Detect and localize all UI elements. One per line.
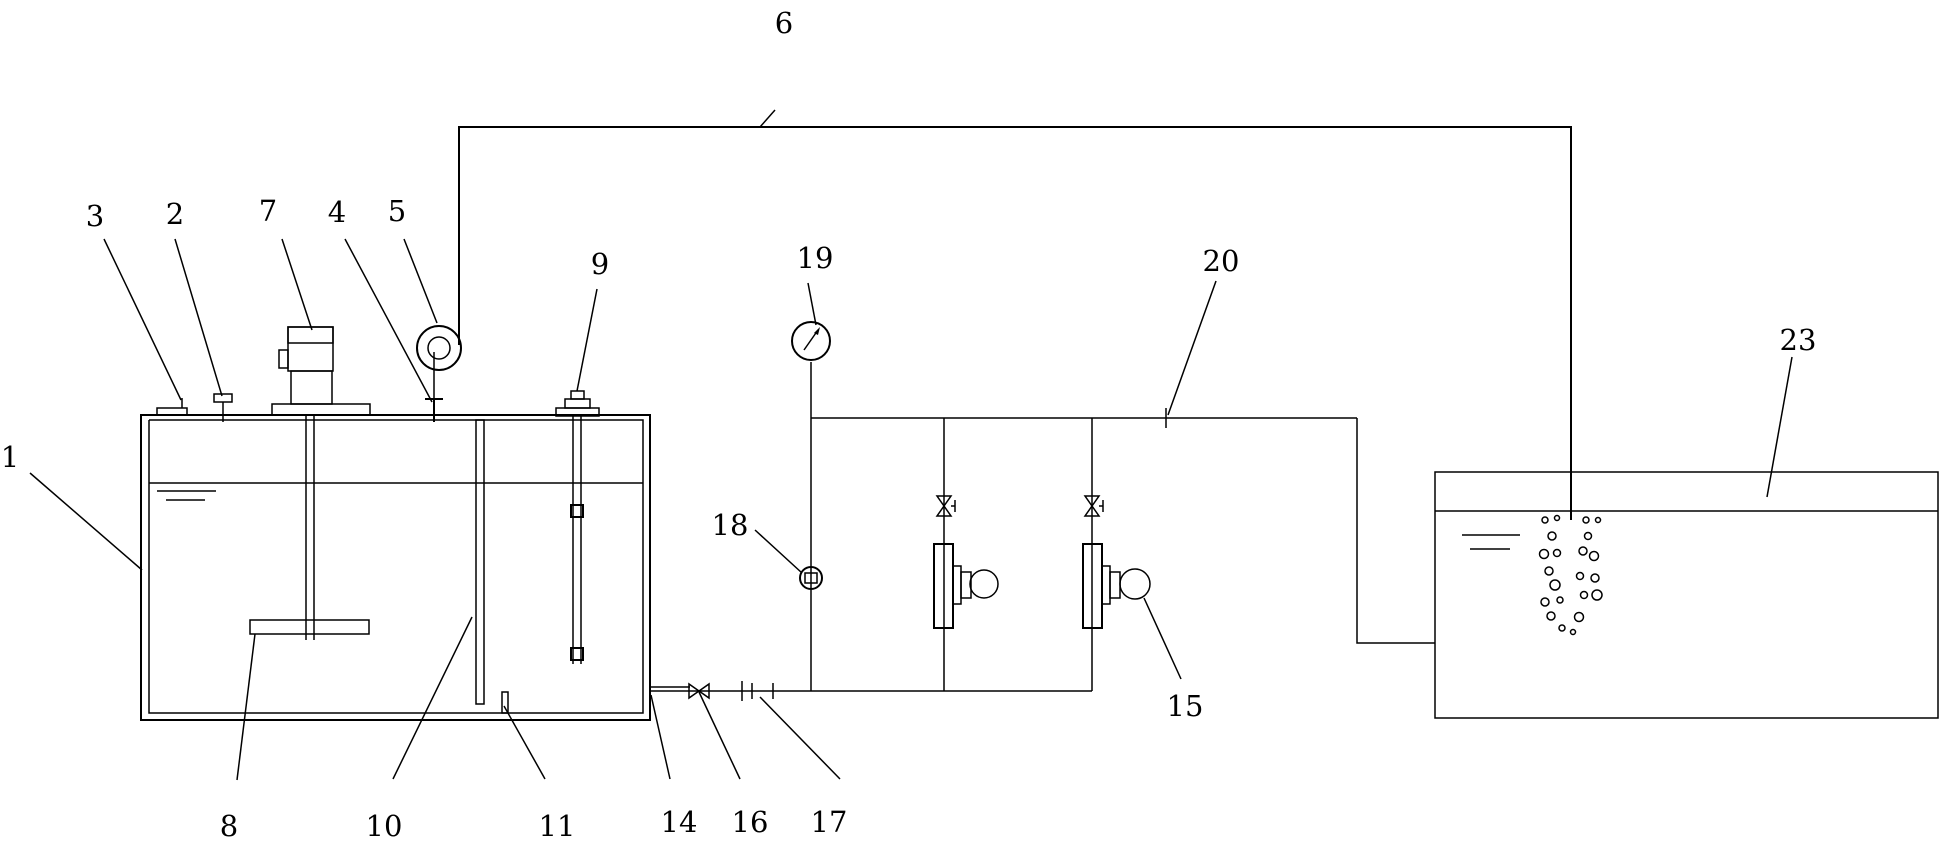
label-1: 1 [1,440,19,474]
label-14: 14 [661,805,698,839]
label-23: 23 [1780,323,1817,357]
outlet-pipe [501,691,509,714]
label-10: 10 [366,809,403,843]
metering-pump-b [1082,495,1151,629]
label-18: 18 [712,508,749,542]
label-6: 6 [775,6,793,40]
label-5: 5 [388,194,406,228]
discharge-line [650,686,1092,692]
label-3: 3 [86,199,104,233]
label-16: 16 [732,805,769,839]
dosing-tank [140,414,651,721]
aeration-bubbles [1538,514,1603,636]
label-19: 19 [797,241,834,275]
label-4: 4 [328,195,346,229]
label-2: 2 [166,197,184,231]
label-17: 17 [811,805,848,839]
vent-fitting [213,393,233,422]
label-20: 20 [1203,244,1240,278]
label-7: 7 [259,194,277,228]
label-9: 9 [591,247,609,281]
flange-joint [741,681,774,701]
level-gauge [555,390,600,664]
mixer-shaft [249,415,370,640]
pulsation-damper [799,566,823,590]
label-11: 11 [539,809,576,843]
mixer-motor [271,326,371,416]
baffle-tube [475,419,485,705]
treatment-tank [1434,471,1939,719]
label-8: 8 [220,809,238,843]
blower [416,325,462,371]
pressure-gauge [791,321,831,361]
part-labels: 1 2 3 7 4 5 6 9 19 20 23 18 15 8 10 11 1… [1,6,1817,843]
leader-lines [29,109,1793,781]
pump-manifold [810,362,1435,691]
ball-valve [688,682,710,700]
metering-pump-a [933,495,999,629]
label-15: 15 [1167,689,1204,723]
air-line [425,126,1572,520]
lid-hatch [156,398,188,416]
